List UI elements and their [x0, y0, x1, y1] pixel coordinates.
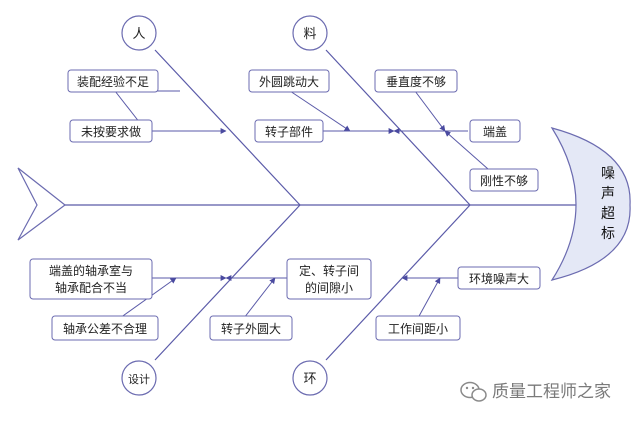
- cause-bearing-fit-line1: 端盖的轴承室与: [49, 263, 133, 278]
- sub-line-rotorouter: [243, 277, 276, 319]
- category-people-label: 人: [132, 27, 145, 42]
- effect-char-4: 标: [601, 226, 615, 242]
- cause-outer-runout: 外圆跳动大: [248, 69, 330, 93]
- cause-not-as-required-text: 未按要求做: [81, 124, 141, 139]
- effect-char-1: 噪: [601, 166, 615, 182]
- wechat-icon: [460, 381, 487, 402]
- cause-rigidity-text: 刚性不够: [480, 174, 528, 188]
- cause-rotor-part: 转子部件: [254, 119, 324, 143]
- bone-design: [154, 204, 301, 361]
- cause-rotor-part-text: 转子部件: [265, 124, 313, 139]
- cause-bearing-tolerance: 轴承公差不合理: [51, 315, 159, 341]
- category-material-label: 料: [303, 27, 316, 42]
- cause-bearing-fit: 端盖的轴承室与 轴承配合不当: [29, 258, 153, 300]
- cause-work-spacing: 工作间距小: [375, 315, 461, 341]
- category-design-label: 设计: [128, 373, 150, 386]
- sub-line-vertical: [414, 90, 446, 132]
- cause-end-cap: 端盖: [469, 119, 521, 143]
- category-design: 设计: [121, 360, 157, 396]
- watermark-text: 质量工程师之家: [492, 382, 611, 402]
- cause-rigidity: 刚性不够: [469, 168, 539, 192]
- cause-env-noise-text: 环境噪声大: [469, 271, 529, 286]
- category-environment-label: 环: [303, 372, 316, 387]
- effect-char-3: 超: [601, 206, 615, 222]
- category-material: 料: [292, 15, 328, 51]
- cause-stator-gap: 定、转子间 的间隙小: [286, 258, 372, 300]
- cause-verticality: 垂直度不够: [374, 69, 458, 93]
- cause-not-as-required: 未按要求做: [69, 119, 153, 143]
- sub-line-rigidity: [444, 130, 489, 170]
- sub-line-assembly-diag: [114, 90, 141, 124]
- cause-stator-gap-line1: 定、转子间: [299, 263, 359, 278]
- cause-verticality-text: 垂直度不够: [386, 74, 446, 89]
- cause-bearing-tolerance-text: 轴承公差不合理: [63, 321, 147, 336]
- cause-bearing-fit-line2: 轴承配合不当: [55, 280, 127, 295]
- bone-people: [154, 49, 301, 206]
- bone-environment: [325, 204, 471, 361]
- sub-line-workspace: [417, 277, 441, 319]
- category-people: 人: [121, 15, 157, 51]
- cause-rotor-outer-dia: 转子外圆大: [209, 315, 293, 341]
- cause-work-spacing-text: 工作间距小: [388, 322, 448, 336]
- cause-env-noise: 环境噪声大: [457, 266, 541, 290]
- watermark: 质量工程师之家: [460, 381, 611, 402]
- cause-assembly-experience: 装配经验不足: [67, 69, 159, 93]
- cause-end-cap-text: 端盖: [483, 125, 507, 139]
- cause-outer-runout-text: 外圆跳动大: [259, 75, 319, 89]
- sub-line-runout: [289, 90, 351, 132]
- cause-stator-gap-line2: 的间隙小: [305, 280, 353, 295]
- fish-tail: [17, 167, 66, 241]
- fish-head: [550, 127, 631, 281]
- cause-rotor-outer-dia-text: 转子外圆大: [221, 321, 281, 336]
- bone-material: [325, 49, 471, 206]
- effect-char-2: 声: [601, 186, 615, 202]
- cause-assembly-experience-text: 装配经验不足: [77, 74, 149, 89]
- category-environment: 环: [292, 360, 328, 396]
